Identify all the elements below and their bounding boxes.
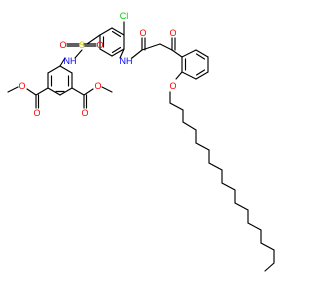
ring-b-alkoxyphenyl xyxy=(181,49,209,80)
chlorine-atom: Cl xyxy=(120,11,129,21)
left-ester-oxygen: O xyxy=(18,81,25,91)
amide-keto-chain xyxy=(119,37,183,59)
right-methyl-ester xyxy=(71,86,113,109)
amide-nh: NH xyxy=(120,56,133,66)
amide-oxygen: O xyxy=(139,28,146,38)
sulfonamide-bonds xyxy=(59,34,101,67)
sulfur-atom: S xyxy=(79,40,85,50)
octadecyl-chain xyxy=(169,91,275,272)
left-ester-carbonyl-oxygen: O xyxy=(33,108,40,118)
right-ester-carbonyl-oxygen: O xyxy=(81,108,88,118)
ring-a-chlorophenyl xyxy=(99,27,125,57)
sulfonyl-oxygen-left: O xyxy=(59,40,66,50)
bond-aryl-ether xyxy=(175,71,183,80)
ketone-oxygen: O xyxy=(169,28,176,38)
right-ester-oxygen: O xyxy=(94,81,101,91)
sulfonamide-nh: NH xyxy=(64,56,77,66)
ether-oxygen: O xyxy=(169,81,176,91)
left-methyl-ester xyxy=(7,86,49,109)
sulfonyl-oxygen-right: O xyxy=(96,40,103,50)
molecule-structure: Cl O S O NH NH O O O O O O O xyxy=(7,11,275,272)
ring-c-isophthalate xyxy=(47,65,73,96)
